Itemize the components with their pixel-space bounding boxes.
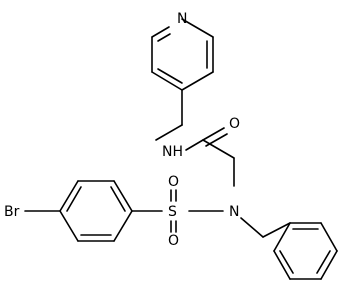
carbonyl-oxygen-label: O [229, 116, 240, 132]
bond [181, 18, 214, 38]
bromine-label: Br [4, 204, 20, 220]
bond [320, 222, 338, 252]
benzyl-group [240, 217, 338, 280]
pyridine-nitrogen-label: N [177, 11, 187, 27]
pyridine-ring [151, 18, 214, 91]
bond [155, 124, 183, 141]
bond [66, 186, 82, 212]
bond [59, 180, 79, 212]
bond [273, 222, 291, 252]
bond [316, 250, 331, 274]
bond [240, 217, 264, 238]
bond [151, 26, 170, 38]
sulfur-label: S [168, 204, 177, 220]
bond [320, 250, 338, 280]
sulfonyl-oxygen-top-label: O [168, 174, 179, 190]
bond [202, 127, 225, 141]
bond [273, 250, 291, 280]
bond [181, 71, 214, 91]
bond [110, 186, 126, 212]
backbone [155, 89, 235, 187]
sulfonamide-nitrogen-label: N [229, 204, 239, 220]
bond [157, 33, 171, 42]
amide-nh-label: NH [162, 144, 183, 160]
bond [157, 68, 183, 84]
sulfonyl-group [131, 189, 224, 233]
sulfonyl-oxygen-bottom-label: O [168, 233, 179, 249]
bond [202, 139, 235, 159]
bond [113, 180, 133, 212]
bond [59, 210, 79, 242]
bond [262, 222, 291, 238]
bond [151, 71, 183, 91]
bond [279, 250, 294, 274]
bond [185, 139, 204, 151]
atom-labels: N NH O S O O N Br [4, 11, 240, 249]
bromophenyl-ring [24, 180, 133, 242]
bond [113, 210, 133, 242]
